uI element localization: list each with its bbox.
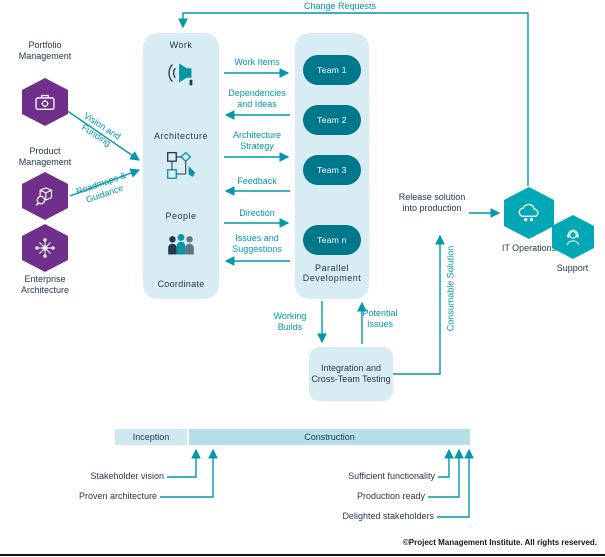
- architecture-section-label: Architecture: [153, 131, 209, 141]
- flowchart-pencil-icon: [167, 151, 196, 179]
- construction-phase-bar: Construction: [189, 429, 470, 445]
- integration-testing-title: Integration and Cross-Team Testing: [311, 363, 391, 384]
- architecture-strategy-label: Architecture Strategy: [232, 130, 282, 151]
- it-operations-label: IT Operations: [501, 243, 557, 253]
- parallel-development-panel: Team 1 Team 2 Team 3 Team n Parallel Dev…: [295, 33, 369, 299]
- working-builds-label: Working Builds: [273, 311, 307, 332]
- dependencies-ideas-label: Dependencies and Ideas: [228, 88, 286, 109]
- portfolio-management-hexagon: [22, 78, 68, 126]
- enterprise-architecture-label: Enterprise Architecture: [20, 274, 70, 295]
- inception-phase-label: Inception: [132, 432, 170, 442]
- portfolio-management-label: Portfolio Management: [18, 40, 72, 61]
- work-section-label: Work: [169, 40, 193, 50]
- delighted-stakeholders-line: [437, 448, 474, 518]
- parallel-development-title: Parallel Development: [302, 263, 362, 283]
- headset-support-icon: [566, 229, 580, 246]
- team-n-pill: Team n: [303, 225, 361, 255]
- people-section-label: People: [165, 211, 197, 221]
- potential-issues-label: Potential Issues: [362, 308, 398, 329]
- construction-phase-label: Construction: [304, 432, 355, 442]
- enterprise-architecture-hexagon: [22, 224, 68, 272]
- it-operations-hexagon: [504, 187, 554, 239]
- coordinate-title: Coordinate: [157, 279, 205, 289]
- release-solution-label: Release solution into production: [398, 192, 466, 213]
- consumable-solution-label: Consumable Solution: [445, 245, 456, 332]
- roadmaps-guidance-label: Roadmaps & Guidance: [74, 170, 128, 205]
- consumable-solution-arrow: [393, 234, 445, 375]
- team-2-pill: Team 2: [303, 105, 361, 135]
- support-label: Support: [556, 263, 589, 273]
- delighted-stakeholders-label: Delighted stakeholders: [342, 511, 434, 521]
- team-1-pill: Team 1: [303, 55, 361, 85]
- proven-architecture-label: Proven architecture: [78, 491, 157, 501]
- direction-label: Direction: [239, 208, 275, 218]
- feedback-label: Feedback: [237, 176, 277, 186]
- integration-testing-box: Integration and Cross-Team Testing: [309, 347, 393, 401]
- product-management-hexagon: [22, 172, 68, 220]
- work-items-label: Work Items: [234, 57, 280, 67]
- inception-phase-bar: Inception: [115, 429, 187, 445]
- production-ready-label: Production ready: [356, 491, 425, 501]
- network-nodes-icon: [35, 238, 55, 258]
- issues-suggestions-label: Issues and Suggestions: [232, 233, 282, 254]
- briefcase-gear-icon: [35, 94, 55, 110]
- team-3-pill: Team 3: [303, 155, 361, 185]
- people-icon: [168, 233, 194, 255]
- megaphone-icon: [168, 63, 193, 86]
- product-box-magnifier-icon: [35, 187, 53, 206]
- product-management-label: Product Management: [18, 146, 72, 167]
- proven-architecture-line: [160, 448, 218, 498]
- change-requests-label: Change Requests: [303, 1, 377, 11]
- stakeholder-vision-line: [167, 448, 201, 478]
- cloud-gears-icon: [518, 203, 539, 222]
- coordinate-panel: Work Architecture People: [143, 33, 219, 299]
- sufficient-functionality-line: [438, 448, 454, 478]
- stakeholder-vision-label: Stakeholder vision: [90, 471, 164, 481]
- sufficient-functionality-label: Sufficient functionality: [348, 471, 435, 481]
- copyright-notice: ©Project Management Institute. All right…: [402, 538, 597, 547]
- bottom-divider: [0, 554, 605, 556]
